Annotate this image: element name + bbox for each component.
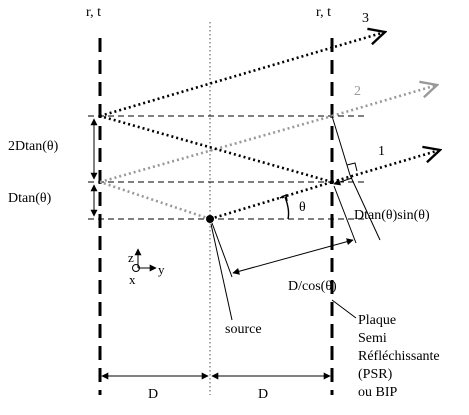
wall-right-label: r, t <box>316 5 331 20</box>
dcos-arrow <box>232 238 354 275</box>
angle-arc <box>284 196 290 220</box>
ray-2-label: 2 <box>354 84 361 99</box>
dcos-ext-left <box>211 222 233 278</box>
axis-x-label: x <box>129 272 136 287</box>
dtan-sin-label: Dtan(θ)sin(θ) <box>354 208 430 223</box>
right-angle-mark <box>346 162 358 172</box>
axis-z-label: z <box>128 250 134 265</box>
plate-line-3: Réfléchissante <box>358 349 440 364</box>
plate-line-1: Plaque <box>358 313 396 328</box>
perp-to-dtan-sin <box>349 174 381 241</box>
angle-arrowhead <box>279 193 288 202</box>
ray-1-exit <box>331 150 440 184</box>
ray-3-label: 3 <box>362 11 369 26</box>
height-2d-label: 2Dtan(θ) <box>8 139 59 154</box>
ray-3-exit <box>99 32 385 118</box>
axis-y-label: y <box>158 262 165 277</box>
dtan-sin-arrow <box>333 177 353 186</box>
angle-label: θ <box>299 200 306 215</box>
plate-line-4: (PSR) <box>358 367 393 382</box>
wall-left-label: r, t <box>86 5 101 20</box>
height-d-label: Dtan(θ) <box>8 191 52 206</box>
ray-1-label: 1 <box>378 144 385 159</box>
dim-left-label: D <box>148 387 158 402</box>
ray-1-segment <box>209 180 333 221</box>
dcos-label: D/cos(θ) <box>288 279 337 294</box>
ray-3-segment-a <box>99 114 333 184</box>
ray-2-segment-a <box>99 180 211 221</box>
ray-2-exit <box>331 85 437 118</box>
plate-pointer <box>331 299 357 319</box>
source-point <box>206 215 214 223</box>
dim-right-label: D <box>258 387 268 402</box>
dcos-ext-right <box>333 185 357 244</box>
plate-line-2: Semi <box>358 331 387 346</box>
source-pointer <box>210 223 233 321</box>
source-label: source <box>225 322 262 337</box>
plate-line-5: ou BIP <box>358 385 398 400</box>
axis-x-circle <box>132 264 140 272</box>
perp-line <box>331 115 351 176</box>
